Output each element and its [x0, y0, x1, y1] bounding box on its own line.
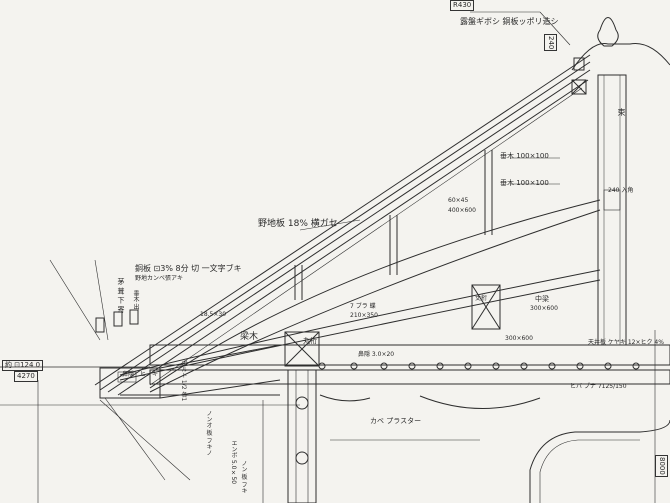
rafter-top-label: 垂木 100×100	[500, 152, 549, 160]
brace-label: 7 ブラ 蝶	[350, 303, 376, 310]
note-column2-label: エンボ 5.0×50	[230, 440, 237, 485]
roof-board-label: 野地板 18% 横ガセ	[258, 219, 338, 229]
post-capital	[284, 331, 320, 367]
lower-horizontal-beam	[149, 369, 670, 385]
window-arch	[529, 419, 670, 503]
finial-side-label: 240	[544, 34, 557, 52]
post-center-label: 束	[617, 108, 626, 116]
rafter-mid-label: 垂木 100×100	[500, 179, 549, 187]
eave-left2-label: 4270	[14, 371, 38, 382]
curved-rafter-lower	[119, 269, 601, 376]
beam-center-label: 中梁	[535, 295, 549, 303]
ceiling-note-label: 天井板 ケヤキ 12×ヒク 4%	[588, 339, 664, 346]
ridge-block	[571, 79, 587, 95]
ceiling-arc-left	[319, 394, 371, 402]
roof-cap	[571, 42, 670, 71]
ceiling-note2-label: ヒバ ブナ 7125/150	[570, 383, 627, 390]
eave-strip-label: 鼻隠	[122, 371, 135, 378]
finial-dim-label: R430	[450, 0, 475, 11]
eave-strip2-label: ヒノキ	[140, 371, 159, 378]
side-block-2	[113, 311, 123, 327]
note-column-label: ノンオ 板 フキノ	[205, 410, 212, 456]
finial-ornament	[597, 17, 619, 47]
post-note-label: 240 入角	[608, 187, 634, 194]
beam-dims-label: 18.5×30	[200, 311, 227, 318]
copper-roof-label: 銅板 ⊡3% 8分 切 一文字ブキ	[135, 264, 242, 273]
main-horizontal-beam	[149, 344, 670, 366]
cross-note-label: 60×45	[448, 197, 469, 204]
left-vert1-label: 茅 葺 下 寄	[117, 278, 125, 313]
cap-block	[573, 57, 585, 71]
beam-label: 梁木	[240, 332, 259, 342]
purlin-label: 丸桁	[303, 337, 317, 345]
curved-rafter-upper	[149, 199, 601, 389]
right-dim-label: 8000	[655, 455, 668, 477]
eave-left-label: 約 ⊡124 0	[2, 360, 44, 371]
cross-note2-label: 400×600	[448, 207, 476, 214]
brace-dim-label: 210×350	[350, 312, 378, 319]
edge-note-label: 鼻隠 3.0×20	[358, 351, 395, 358]
side-block-1	[95, 317, 105, 333]
side-block-3	[129, 309, 139, 325]
plaster-label: カベ プラスター	[370, 417, 422, 425]
ceiling-arc-center	[419, 395, 541, 409]
copper-roof-sub-label: 野地カンベ張アキ	[135, 275, 184, 282]
note-column3-label: ノン 板 フキ	[240, 460, 247, 494]
eave-detail	[99, 367, 161, 399]
bolt-row	[318, 362, 640, 370]
roof-slope-line-5	[149, 87, 583, 386]
beam-box-center	[471, 284, 501, 330]
curved-rafter-lower-2	[119, 279, 601, 381]
left-vert2-label: 垂木 出	[132, 290, 139, 310]
left-post	[287, 369, 317, 503]
roof-slope-line-2	[99, 61, 591, 391]
roof-slope-line-outer	[94, 54, 591, 386]
roof-slope-line-3	[107, 69, 591, 393]
roof-slope-line-4	[117, 79, 589, 396]
beam-lower-label: 300×600	[505, 335, 533, 342]
bolt-note-label: ボルト 1/2 各1	[180, 360, 187, 402]
curved-rafter-upper-2	[149, 209, 601, 393]
ridge-small-label: 丈桁	[475, 295, 488, 302]
beam-center-dim-label: 300×600	[530, 305, 558, 312]
finial-note-label: 露盤ギボシ 銅板ッポリ造シ	[460, 17, 559, 26]
